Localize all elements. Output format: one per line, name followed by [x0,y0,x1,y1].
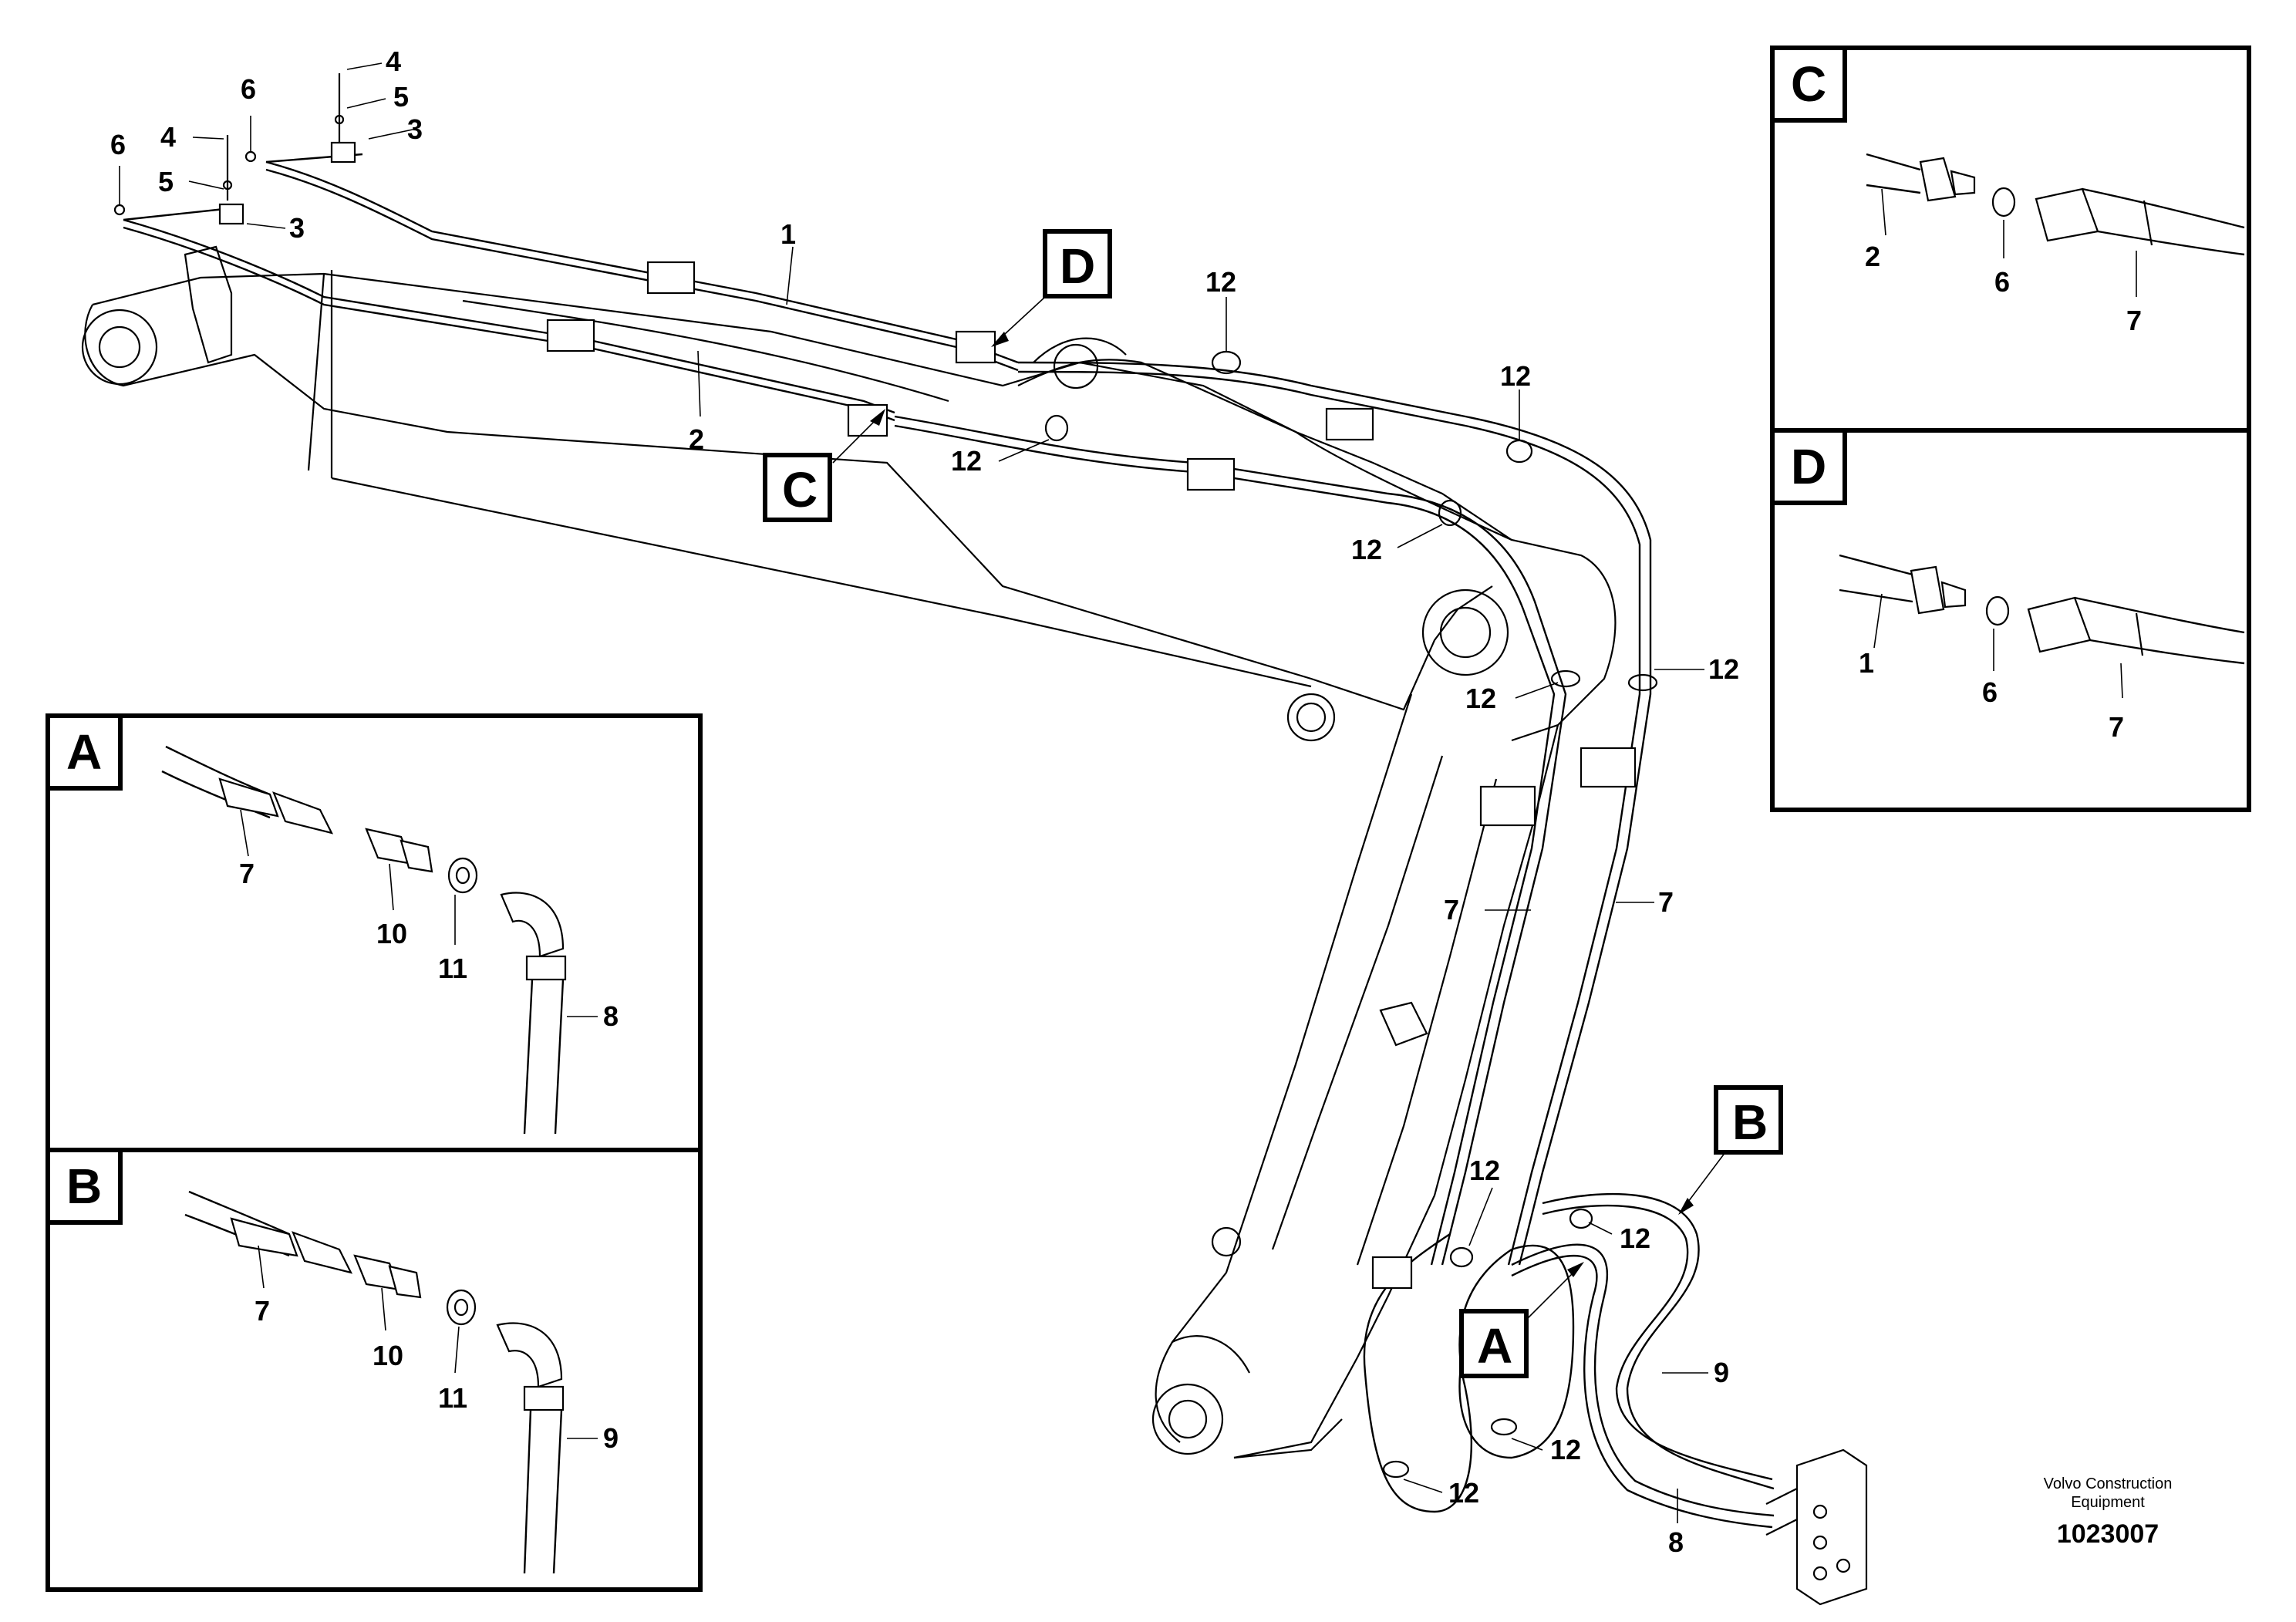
detail-b-label-9: 9 [603,1422,619,1454]
callout-12f: 12 [1708,653,1739,685]
detail-c-label-6: 6 [1994,266,2010,298]
view-marker-c-letter: C [782,462,818,518]
detail-view-c: C 2 6 7 [1770,46,2251,433]
view-marker-b [1714,1085,1783,1155]
main-callouts: 1 2 3 3 4 4 5 5 6 6 7 7 8 [110,46,1739,1558]
callout-6a: 6 [241,73,256,105]
arm-illustration [1151,693,1559,1459]
detail-c-label-7: 7 [2126,305,2142,336]
callout-12h: 12 [1620,1222,1650,1254]
callout-12j: 12 [1448,1477,1479,1509]
callout-12b: 12 [1500,360,1531,392]
detail-view-b: B 7 10 11 9 [46,1148,703,1592]
detail-d-label-6: 6 [1982,676,1998,708]
view-marker-d [1043,229,1112,298]
view-marker-a [1459,1309,1529,1378]
callout-4a: 4 [386,46,401,77]
clamp-set [1044,350,1658,1479]
callout-5a: 5 [393,81,409,113]
callout-5b: 5 [158,166,174,197]
top-fasteners [113,73,356,225]
view-markers: C D B A [763,229,1783,1378]
callout-9: 9 [1714,1357,1729,1388]
callout-2: 2 [689,423,704,455]
view-marker-d-letter: D [1060,238,1095,294]
callout-12d: 12 [1351,534,1382,565]
control-valve [1765,1448,1868,1606]
pipe-lines [123,153,1019,422]
callout-12a: 12 [1205,266,1236,298]
detail-c-letter: C [1791,56,1826,112]
detail-b-label-10: 10 [373,1340,403,1371]
hose-7-routing [894,361,1652,1266]
hose-8-9-routing [1363,1192,1775,1529]
company-name-line1: Volvo Construction [2044,1475,2173,1492]
callout-12i: 12 [1550,1434,1581,1465]
detail-b-label-7: 7 [255,1295,270,1327]
detail-d-label-1: 1 [1859,647,1874,679]
company-name-line2: Equipment [2071,1494,2145,1511]
pipe-brackets [546,261,1637,1290]
detail-d-label-7: 7 [2109,711,2124,743]
detail-a-label-10: 10 [376,918,407,949]
callout-7a: 7 [1444,894,1459,926]
view-marker-b-letter: B [1732,1094,1768,1150]
detail-a-letter: A [66,724,102,780]
callout-3b: 3 [289,212,305,244]
view-marker-a-letter: A [1477,1318,1512,1374]
detail-a-label-11: 11 [438,953,467,984]
callout-1: 1 [781,218,796,250]
callout-12e: 12 [1465,683,1496,714]
view-marker-c [763,453,832,522]
detail-a-label-8: 8 [603,1000,619,1032]
boom-illustration [81,245,1617,742]
detail-c-label-2: 2 [1865,241,1880,272]
callout-8: 8 [1668,1526,1684,1558]
callout-3a: 3 [407,113,423,145]
detail-b-letter: B [66,1158,102,1214]
detail-d-letter: D [1791,439,1826,494]
detail-view-d: D 1 6 7 [1770,428,2251,812]
drawing-number: 1023007 [2057,1519,2159,1549]
detail-a-label-7: 7 [239,858,255,889]
detail-b-label-11: 11 [438,1382,467,1414]
callout-4b: 4 [160,121,176,153]
title-block: Volvo Construction Equipment 1023007 [2044,1475,2173,1549]
detail-view-a: A 7 10 11 8 [46,713,703,1152]
callout-7b: 7 [1658,886,1674,918]
callout-6b: 6 [110,129,126,160]
callout-12g: 12 [1469,1155,1500,1186]
callout-12c: 12 [951,445,982,477]
